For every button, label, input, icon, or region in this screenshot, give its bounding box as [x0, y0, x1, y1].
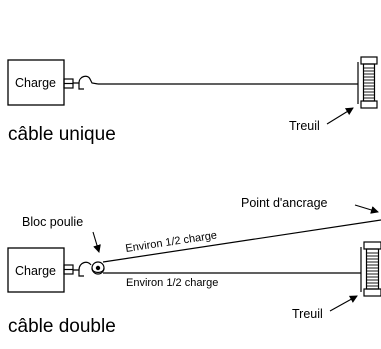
- pulley-block-label: Bloc poulie: [22, 215, 83, 229]
- double-line-panel: Point d'ancrage Bloc poulie Charge Envir…: [7, 196, 381, 337]
- pulley-pointer-arrow: [92, 231, 101, 253]
- anchor-pointer-arrow: [354, 204, 379, 214]
- pulley-block-icon: [91, 261, 105, 275]
- winch-drum-icon: [360, 241, 381, 297]
- anchor-point-label: Point d'ancrage: [241, 196, 328, 210]
- load-box: [7, 59, 65, 106]
- single-line-panel: Charge Treuil: [7, 56, 378, 145]
- double-line-caption: câble double: [8, 316, 116, 337]
- single-line-caption: câble unique: [8, 124, 116, 145]
- winch-label: Treuil: [292, 307, 323, 321]
- hook-icon: [63, 75, 99, 90]
- winch-pointer-arrow: [329, 295, 358, 312]
- load-label: Charge: [15, 264, 56, 278]
- winch-label: Treuil: [289, 119, 320, 133]
- load-label: Charge: [15, 76, 56, 90]
- winch-drum-icon: [357, 56, 378, 109]
- upper-cable: [102, 219, 381, 263]
- winch-pointer-arrow: [326, 107, 354, 125]
- hook-icon: [63, 261, 92, 277]
- lower-line-load-label: Environ 1/2 charge: [126, 277, 218, 289]
